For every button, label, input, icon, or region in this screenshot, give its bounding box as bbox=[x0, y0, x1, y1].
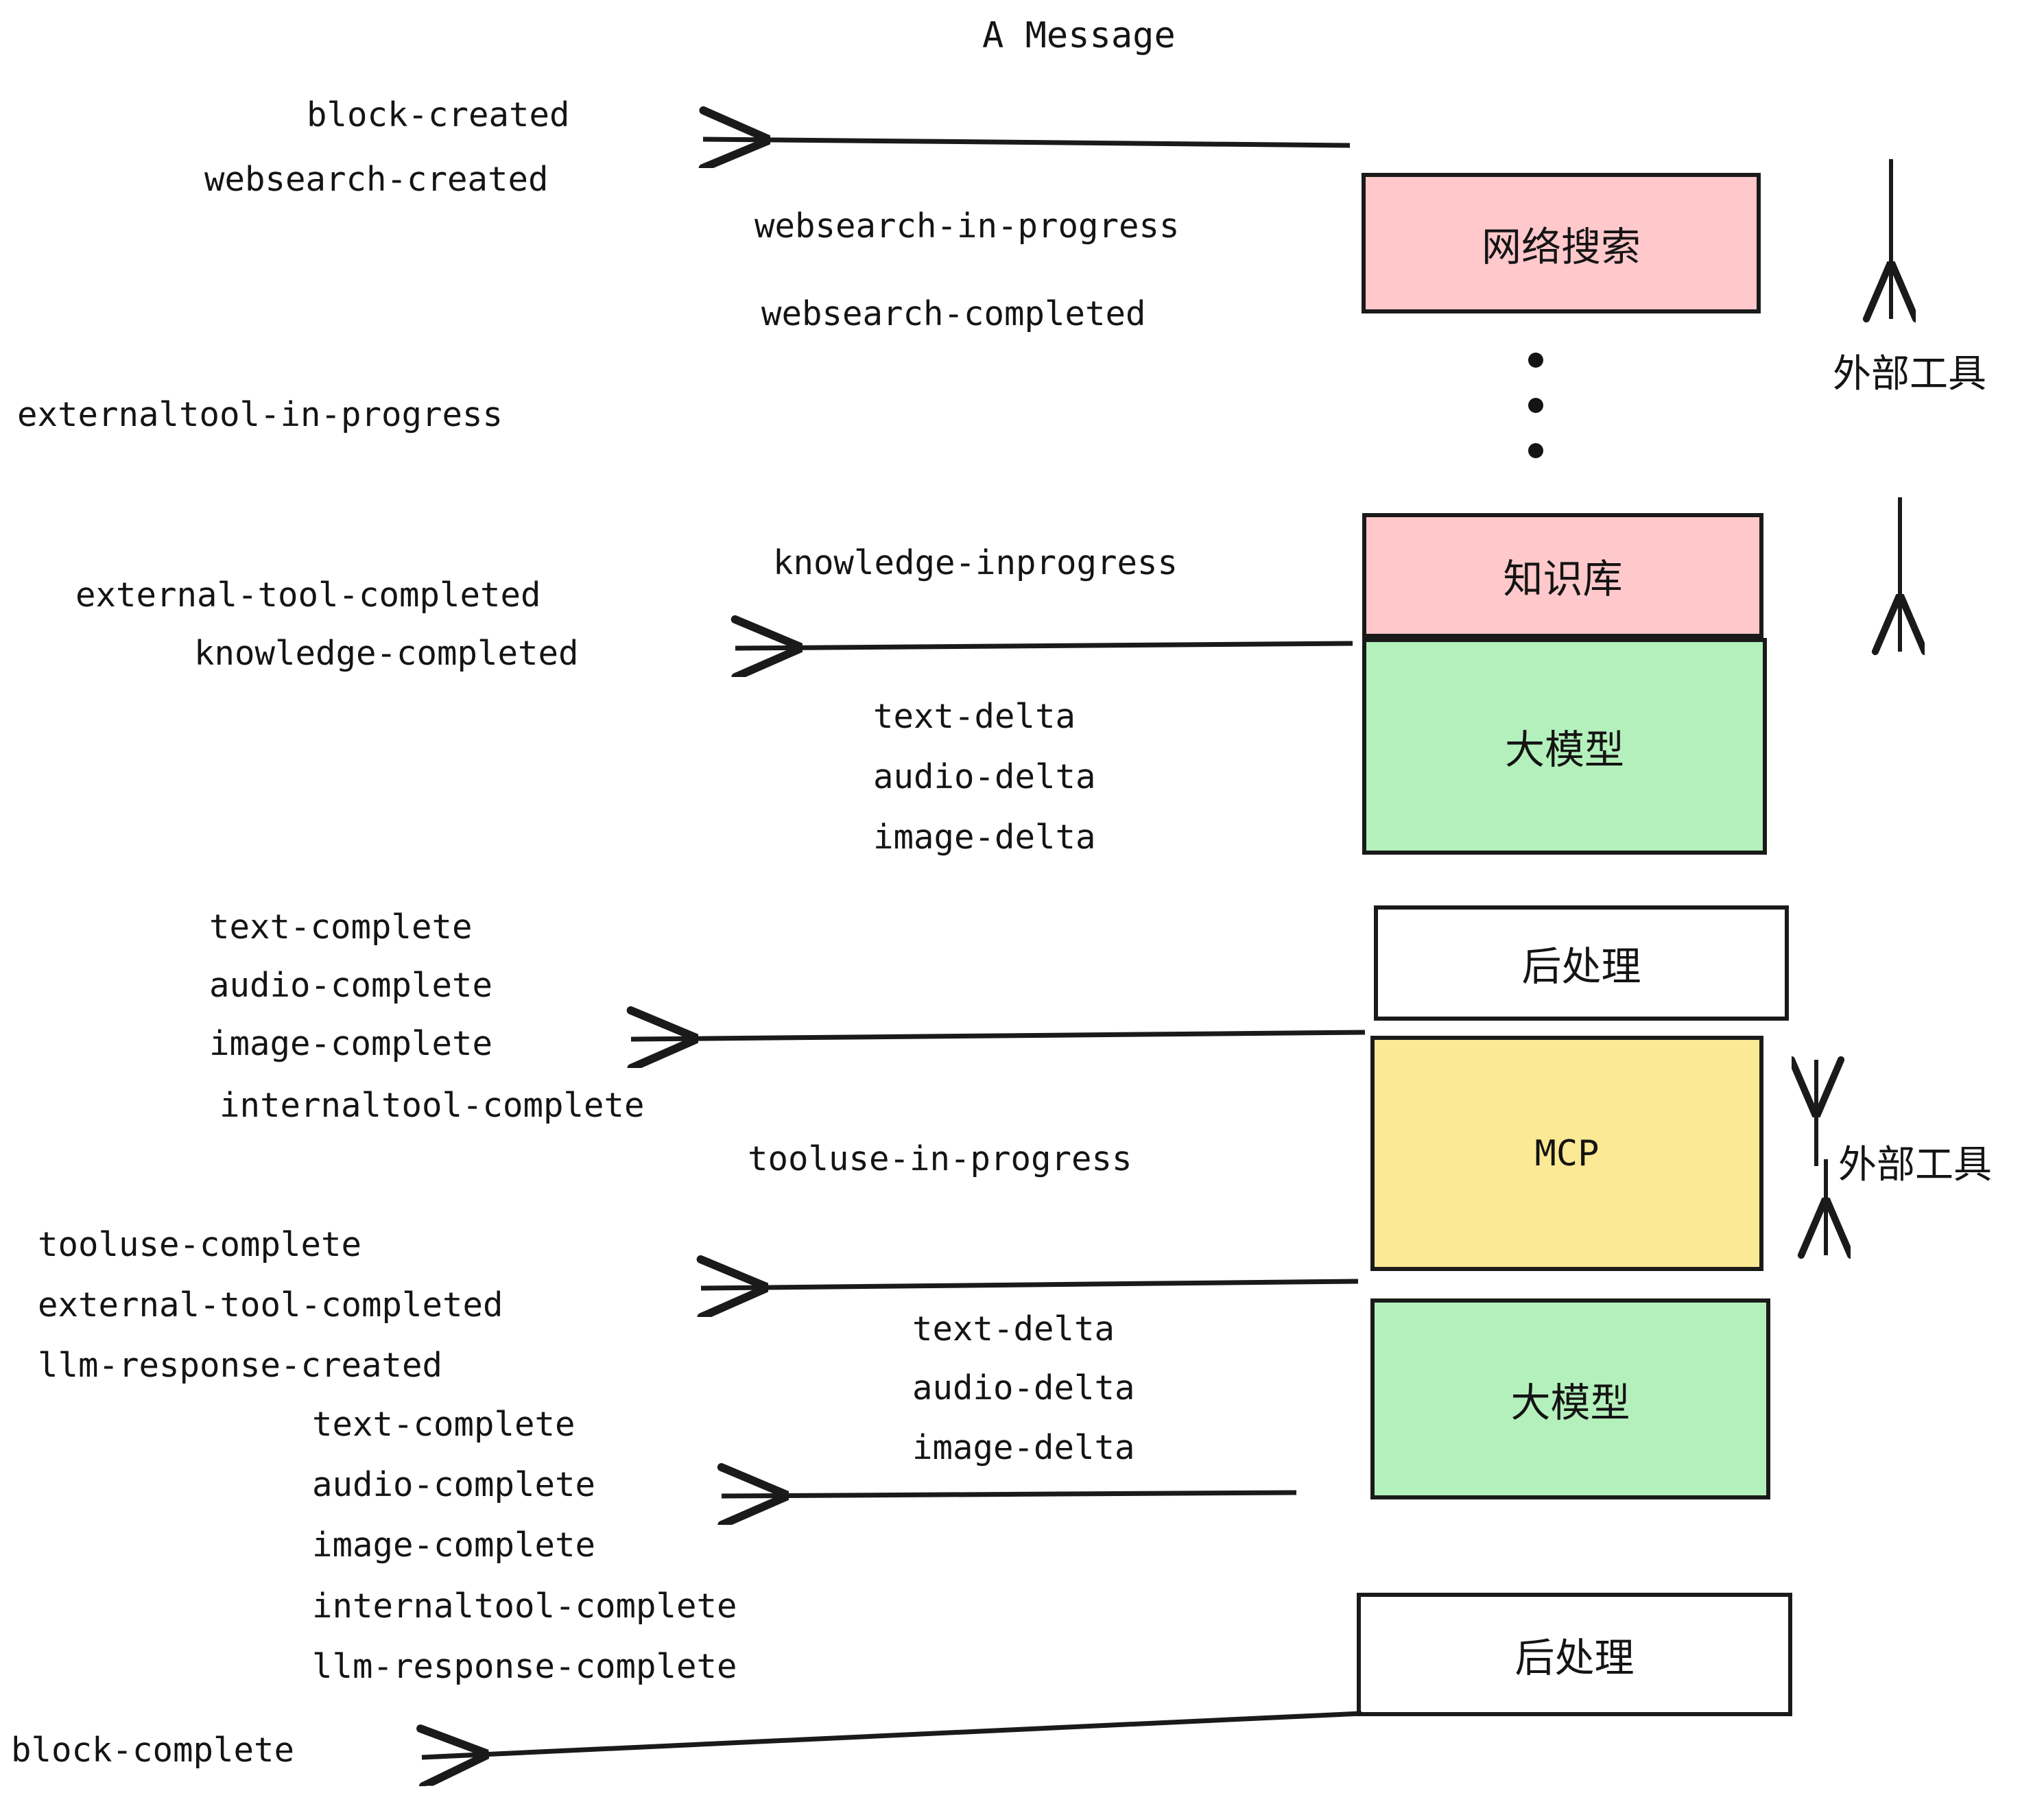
event-label-image-delta-2: image-delta bbox=[912, 1428, 1135, 1467]
side-label-external-tools-upper: 外部工具 bbox=[1833, 352, 1986, 396]
event-label-audio-delta-1: audio-delta bbox=[873, 757, 1096, 796]
event-label-tooluse-in-progress: tooluse-in-progress bbox=[748, 1139, 1132, 1178]
node-postprocess-upper[interactable]: 后处理 bbox=[1374, 905, 1789, 1021]
diagram-title: A Message bbox=[982, 15, 1176, 56]
event-label-knowledge-completed: knowledge-completed bbox=[194, 634, 579, 673]
event-label-externaltool-in-progress: externaltool-in-progress bbox=[17, 395, 503, 434]
arrow-audio-complete bbox=[722, 1493, 1297, 1496]
node-websearch[interactable]: 网络搜索 bbox=[1362, 173, 1761, 313]
event-label-websearch-completed: websearch-completed bbox=[761, 294, 1146, 333]
event-label-llm-response-complete: llm-response-complete bbox=[312, 1647, 737, 1686]
event-label-image-complete-1: image-complete bbox=[209, 1024, 493, 1063]
dot-3 bbox=[1528, 443, 1543, 458]
event-label-audio-delta-2: audio-delta bbox=[912, 1368, 1135, 1408]
node-knowledge-base[interactable]: 知识库 bbox=[1362, 513, 1763, 638]
event-label-websearch-created: websearch-created bbox=[204, 160, 549, 199]
side-label-external-tools-lower: 外部工具 bbox=[1838, 1143, 1992, 1187]
arrow-websearch-to-block-created bbox=[703, 139, 1351, 145]
node-llm-lower[interactable]: 大模型 bbox=[1370, 1298, 1770, 1499]
node-websearch-label: 网络搜索 bbox=[1481, 223, 1641, 270]
event-label-internaltool-complete-1: internaltool-complete bbox=[219, 1086, 645, 1125]
event-label-text-complete-2: text-complete bbox=[312, 1405, 575, 1444]
event-label-websearch-in-progress: websearch-in-progress bbox=[754, 206, 1180, 246]
arrow-block-complete bbox=[422, 1711, 1362, 1757]
arrow-image-complete bbox=[631, 1032, 1366, 1039]
dot-1 bbox=[1528, 353, 1543, 368]
event-label-knowledge-inprogress: knowledge-inprogress bbox=[773, 543, 1178, 582]
node-mcp-label: MCP bbox=[1534, 1132, 1600, 1174]
event-label-external-tool-completed-2: external-tool-completed bbox=[38, 1285, 503, 1325]
node-llm-lower-label: 大模型 bbox=[1510, 1379, 1630, 1426]
event-label-audio-complete-1: audio-complete bbox=[209, 966, 493, 1005]
event-label-image-delta-1: image-delta bbox=[873, 818, 1096, 857]
event-label-image-complete-2: image-complete bbox=[312, 1526, 596, 1565]
event-label-tooluse-complete: tooluse-complete bbox=[38, 1225, 362, 1264]
event-label-text-delta-1: text-delta bbox=[873, 697, 1076, 736]
event-label-text-delta-2: text-delta bbox=[912, 1309, 1115, 1349]
arrow-knowledge-completed bbox=[735, 643, 1353, 648]
node-postprocess-lower-label: 后处理 bbox=[1514, 1635, 1635, 1681]
node-llm-upper-label: 大模型 bbox=[1504, 726, 1624, 773]
ellipsis-dots bbox=[1528, 337, 1543, 473]
node-mcp[interactable]: MCP bbox=[1370, 1036, 1763, 1271]
arrow-tooluse-complete bbox=[701, 1281, 1359, 1288]
event-label-llm-response-created: llm-response-created bbox=[38, 1346, 443, 1385]
event-label-audio-complete-2: audio-complete bbox=[312, 1465, 596, 1504]
node-postprocess-lower[interactable]: 后处理 bbox=[1357, 1593, 1792, 1716]
event-label-external-tool-completed: external-tool-completed bbox=[75, 575, 541, 615]
event-label-block-complete: block-complete bbox=[11, 1731, 295, 1770]
node-postprocess-upper-label: 后处理 bbox=[1521, 943, 1641, 990]
node-llm-upper[interactable]: 大模型 bbox=[1362, 638, 1767, 855]
event-label-block-created: block-created bbox=[307, 95, 570, 134]
dot-2 bbox=[1528, 398, 1543, 413]
event-label-internaltool-complete-2: internaltool-complete bbox=[312, 1587, 737, 1626]
node-knowledge-base-label: 知识库 bbox=[1503, 556, 1623, 602]
event-label-text-complete-1: text-complete bbox=[209, 907, 473, 947]
